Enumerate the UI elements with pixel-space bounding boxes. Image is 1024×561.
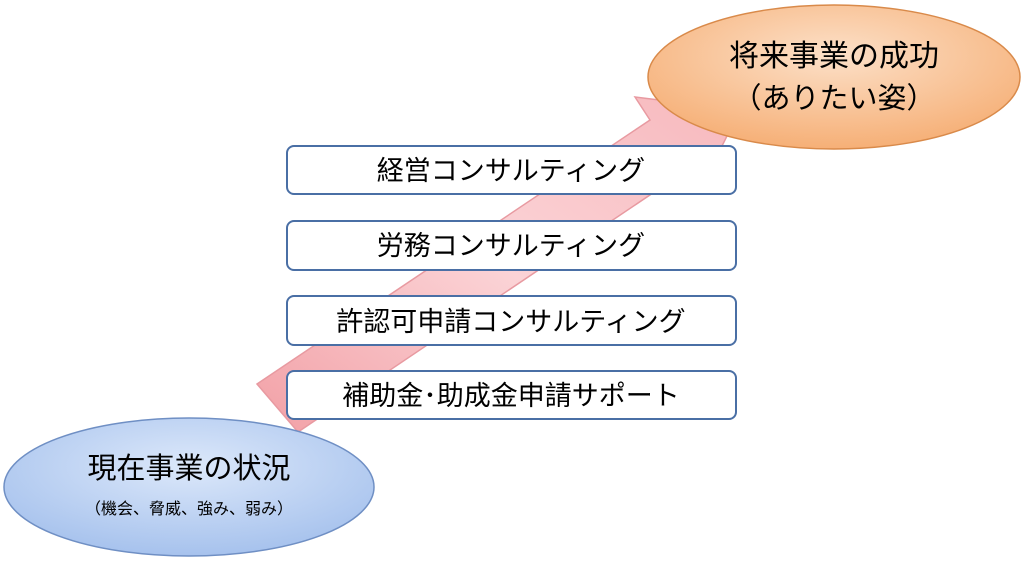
current-state-bubble: 現在事業の状況 （機会、脅威、強み、弱み） (3, 417, 375, 557)
service-label: 補助金･助成金申請サポート (342, 381, 680, 412)
current-state-title: 現在事業の状況 (87, 451, 290, 485)
service-label: 労務コンサルティング (377, 231, 645, 262)
service-box-license: 許認可申請コンサルティング (286, 295, 737, 346)
goal-subtitle: （ありたい姿） (732, 81, 935, 115)
goal-title: 将来事業の成功 (729, 39, 939, 74)
service-box-management: 経営コンサルティング (286, 145, 737, 195)
service-box-subsidy: 補助金･助成金申請サポート (286, 370, 737, 420)
service-box-labor: 労務コンサルティング (286, 220, 737, 271)
current-state-subtitle: （機会、脅威、強み、弱み） (85, 499, 293, 518)
goal-bubble: 将来事業の成功 （ありたい姿） (647, 4, 1021, 150)
service-label: 経営コンサルティング (377, 156, 645, 187)
service-label: 許認可申請コンサルティング (336, 307, 685, 338)
